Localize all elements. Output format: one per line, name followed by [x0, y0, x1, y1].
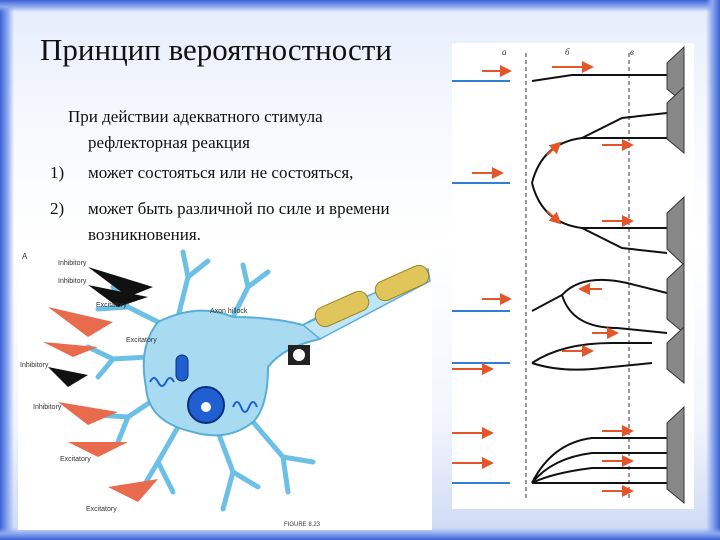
label-excitatory: Excitatory	[60, 456, 91, 463]
frame-border-left	[0, 0, 14, 540]
reflex-row-2	[452, 85, 685, 267]
label-inhibitory: Inhibitory	[20, 362, 49, 369]
reflex-row-3	[452, 261, 685, 339]
reflex-row-4	[452, 325, 685, 385]
label-inhibitory: Inhibitory	[58, 260, 87, 267]
label-axon-hillock: Axon hillock	[210, 308, 248, 315]
organelle-squiggle	[149, 377, 175, 387]
intro-line-2: рефлекторная реакция	[88, 133, 250, 152]
label-excitatory: Excitatory	[86, 506, 117, 513]
intro-text: При действии адекватного стимула рефлект…	[68, 104, 408, 156]
intro-line-1: При действии адекватного стимула	[68, 107, 323, 126]
neuron-svg: A	[20, 249, 431, 528]
list-item-number: 2)	[50, 199, 65, 218]
slide-title: Принцип вероятностности	[40, 32, 392, 67]
list-item-text: может состояться или не состояться,	[88, 163, 354, 182]
label-inhibitory: Inhibitory	[33, 404, 62, 411]
frame-border-bottom	[0, 528, 720, 540]
list-item-text: может быть различной по силе и времени в…	[88, 199, 390, 244]
reflex-row-1	[452, 45, 685, 105]
cell-body	[142, 309, 322, 437]
myelin-sheath	[314, 264, 430, 328]
meter-dial-icon	[293, 349, 305, 361]
figure-letter: A	[22, 252, 28, 261]
label-excitatory: Excitatory	[126, 337, 157, 344]
column-label: в	[630, 47, 634, 57]
reflex-svg: а б в	[452, 45, 685, 505]
synaptic-terminals	[43, 267, 158, 502]
reflex-row-5	[452, 405, 685, 505]
list-item-number: 1)	[50, 163, 65, 182]
nucleolus	[201, 402, 211, 412]
label-inhibitory: Inhibitory	[58, 278, 87, 285]
frame-border-right	[706, 0, 720, 540]
neuron-diagram: A	[18, 247, 432, 530]
mitochondrion	[175, 354, 189, 382]
figure-caption: FIGURE 8.23	[284, 522, 321, 528]
frame-border-top	[0, 0, 720, 12]
column-label: а	[502, 47, 507, 57]
label-excitatory: Excitatory	[96, 302, 127, 309]
column-label: б	[565, 47, 570, 57]
dendrites	[85, 249, 316, 512]
organelle-squiggle	[232, 401, 258, 413]
reflex-diagram: а б в	[452, 43, 694, 509]
